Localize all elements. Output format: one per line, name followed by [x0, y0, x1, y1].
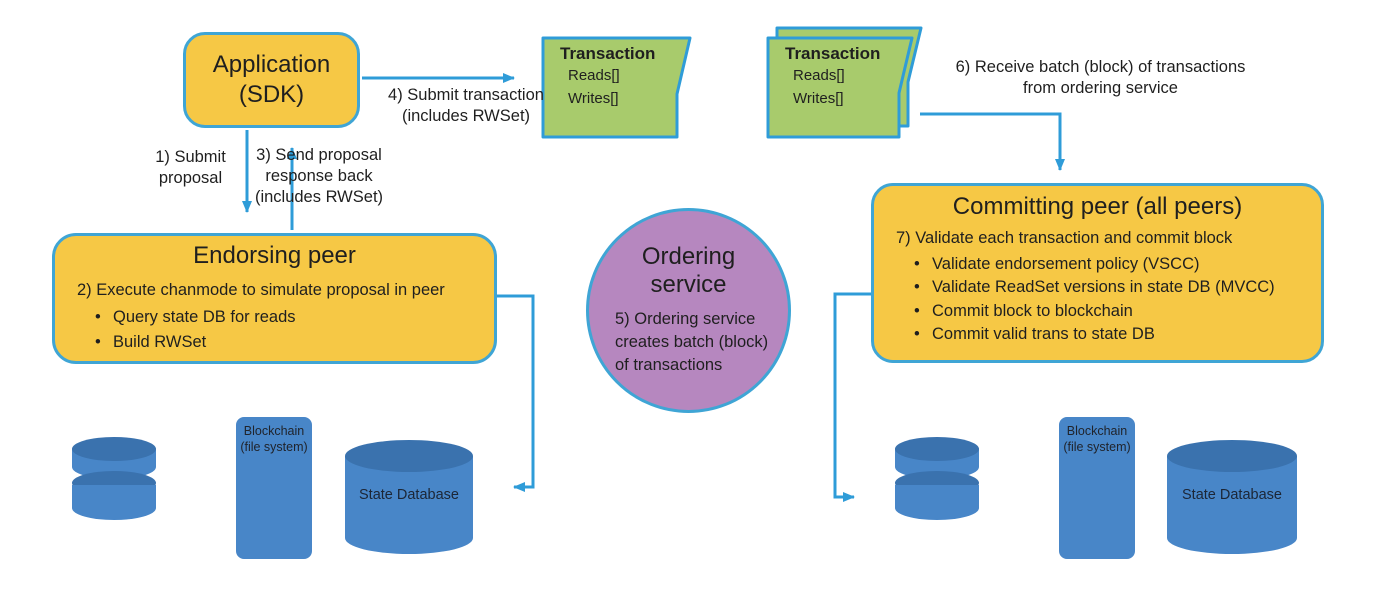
- transaction-note-title: Transaction: [560, 44, 656, 63]
- transaction-note-writes: Writes[]: [568, 90, 619, 107]
- state-database-cylinder: [1167, 440, 1297, 554]
- label-step3-proposal-response: 3) Send proposal response back (includes…: [254, 146, 384, 206]
- transaction-batch-note: Transaction Reads[] Writes[]: [772, 44, 902, 110]
- connector-committer-to-statedb: [833, 292, 871, 502]
- label-step4-submit-transaction: 4) Submit transaction (includes RWSet): [388, 86, 544, 125]
- endorsing-peer-title: Endorsing peer: [193, 242, 356, 269]
- label-step1-submit-proposal: 1) Submit proposal: [155, 148, 226, 187]
- blockchain-filesystem-block: Blockchain (file system): [232, 413, 316, 563]
- state-database-cylinder: [345, 440, 473, 554]
- committing-peer-bullet: Commit block to blockchain: [874, 299, 1321, 323]
- application-sdk-box: Application (SDK): [183, 32, 360, 128]
- committing-peer-title: Committing peer (all peers): [952, 193, 1243, 220]
- transaction-note-title: Transaction: [785, 44, 881, 63]
- endorsing-peer-box: Endorsing peer 2) Execute chanmode to si…: [52, 233, 497, 364]
- committing-peer-bullet: Validate endorsement policy (VSCC): [874, 253, 1321, 276]
- committing-peer-box: Committing peer (all peers) 7) Validate …: [871, 183, 1324, 363]
- connector-endorser-to-statedb: [497, 294, 535, 492]
- arrow-receive-block: [920, 112, 1065, 171]
- transaction-stack-front-shape: [766, 36, 914, 139]
- transaction-note: Transaction Reads[] Writes[]: [547, 44, 677, 110]
- committing-peer-bullet: Validate ReadSet versions in state DB (M…: [874, 276, 1321, 299]
- ordering-service-step: 5) Ordering service creates batch (block…: [615, 310, 769, 374]
- database-stack-icon: [72, 437, 156, 520]
- endorsing-peer-step: 2) Execute chanmode to simulate proposal…: [77, 281, 445, 299]
- blockchain-filesystem-block: Blockchain (file system): [1055, 413, 1139, 563]
- state-database-label: State Database: [1182, 487, 1282, 503]
- ordering-service-title: Ordering service: [641, 243, 736, 298]
- committing-peer-step: 7) Validate each transaction and commit …: [896, 229, 1233, 247]
- committing-peer-bullet: Commit valid trans to state DB: [874, 323, 1321, 346]
- endorsing-peer-bullet: Query state DB for reads: [55, 305, 494, 330]
- application-title-line1: Application: [212, 51, 331, 78]
- state-database-label: State Database: [359, 487, 459, 503]
- database-stack-icon: [895, 437, 979, 520]
- transaction-note-reads: Reads[]: [568, 67, 620, 84]
- transaction-note-writes: Writes[]: [793, 90, 844, 107]
- transaction-note-reads: Reads[]: [793, 67, 845, 84]
- label-step6-receive-block: 6) Receive batch (block) of transactions…: [955, 58, 1246, 97]
- ordering-service-circle: Ordering service 5) Ordering service cre…: [586, 208, 791, 413]
- transaction-note-shape: [541, 36, 692, 139]
- endorsing-peer-bullet: Build RWSet: [55, 330, 494, 355]
- application-title-line2: (SDK): [238, 81, 305, 108]
